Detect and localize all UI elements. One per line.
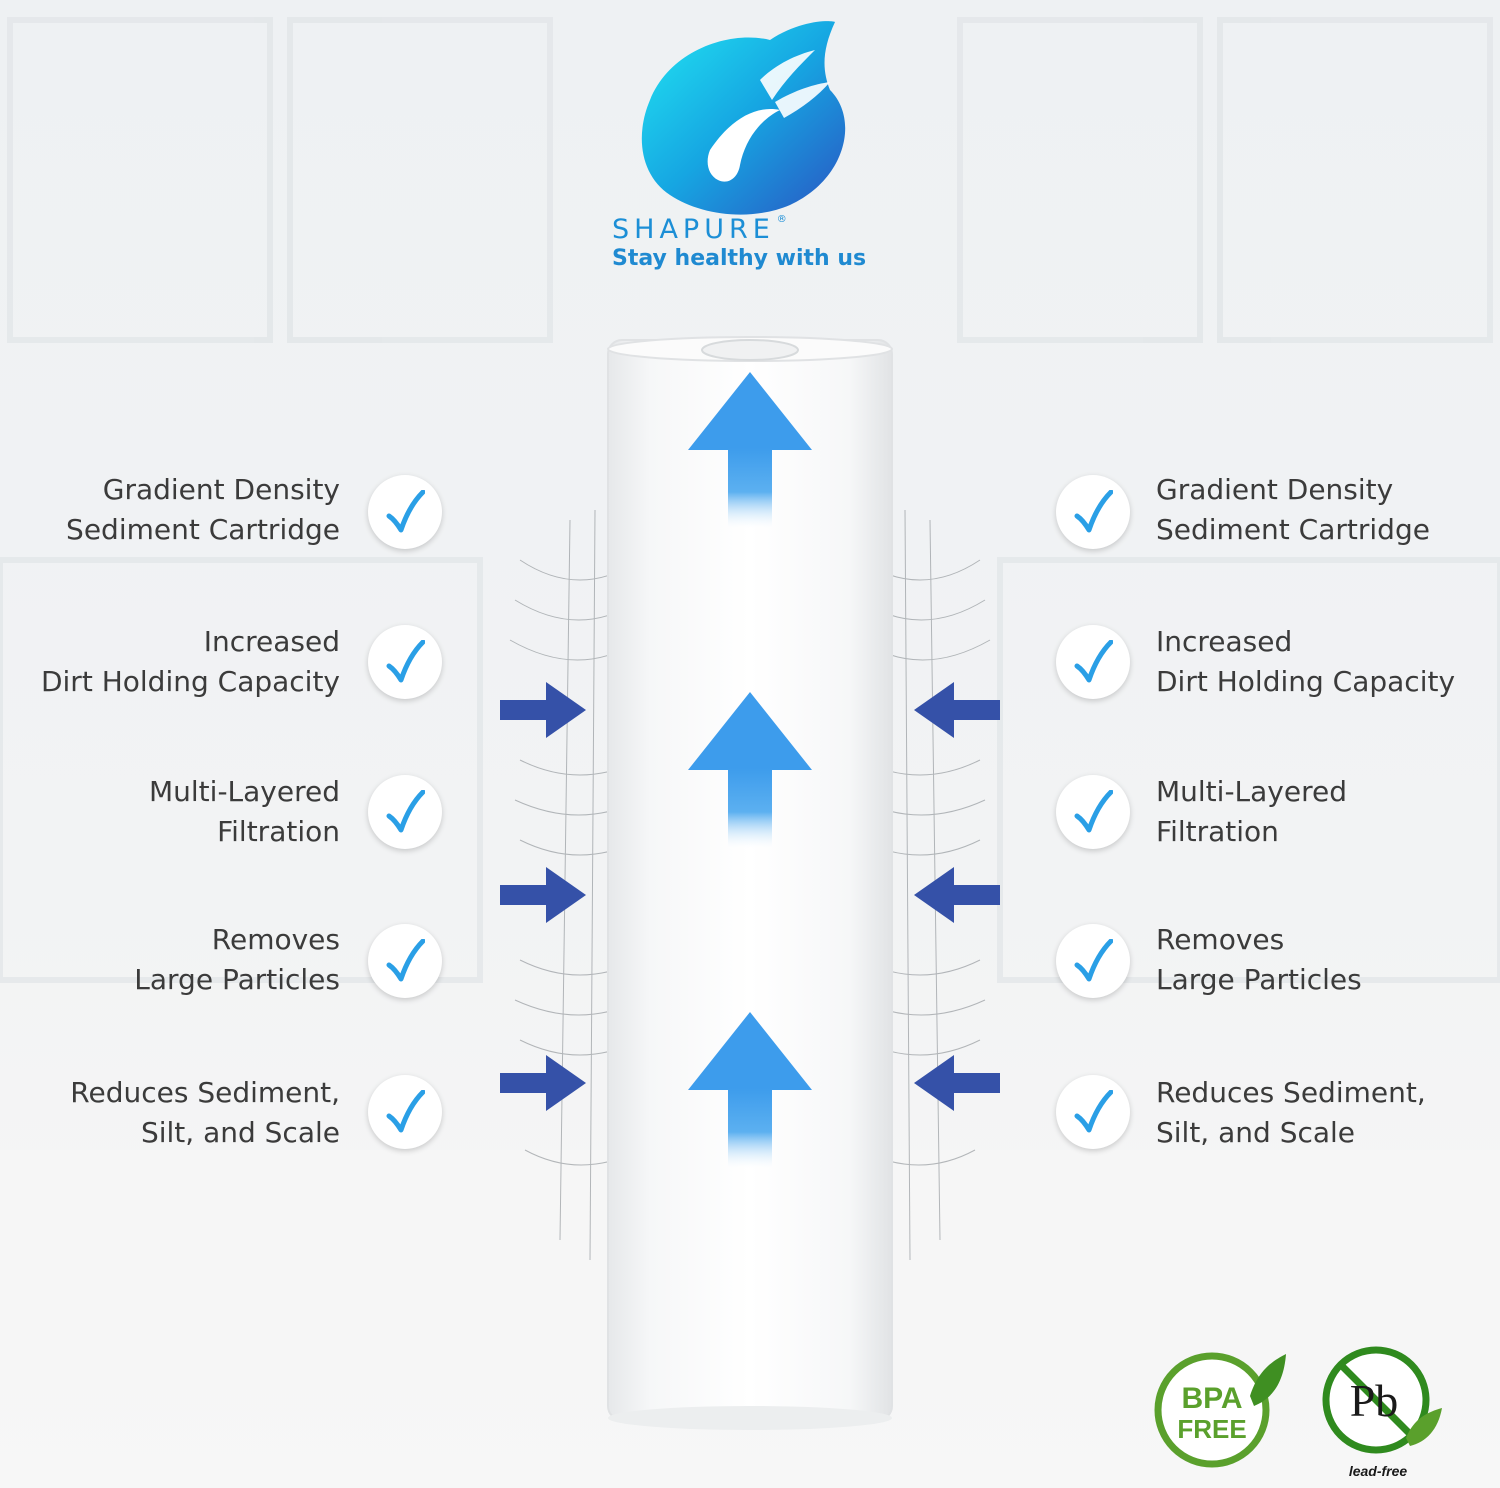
lead-free-badge: Pb lead-free [1322, 1346, 1442, 1479]
flow-arrow-in-icon [500, 1055, 586, 1111]
brand-name: SHAPURE® [612, 214, 787, 245]
check-icon [368, 775, 442, 849]
check-icon [1056, 775, 1130, 849]
bpa-text: BPA [1181, 1382, 1242, 1415]
flow-arrow-up-icon [688, 692, 812, 848]
check-icon [1056, 924, 1130, 998]
leaf-icon [1250, 1354, 1286, 1406]
flow-arrow-in-icon [914, 867, 1000, 923]
flow-arrow-up-icon [688, 372, 812, 528]
flow-arrow-in-icon [500, 867, 586, 923]
brand-tagline: Stay healthy with us [612, 246, 867, 271]
flow-arrow-up-icon [688, 1012, 812, 1168]
lead-symbol: Pb [1350, 1375, 1399, 1426]
feature-left-5: Reduces Sediment,Silt, and Scale [70, 1076, 340, 1149]
check-icon [1056, 625, 1130, 699]
filter-cartridge [607, 336, 893, 1430]
check-icon [1056, 1075, 1130, 1149]
flow-arrow-in-icon [500, 682, 586, 738]
check-icon [368, 924, 442, 998]
registered-mark: ® [776, 214, 787, 225]
leaf-icon [1406, 1408, 1442, 1446]
no-lead-icon [1337, 1361, 1415, 1439]
free-text: FREE [1177, 1414, 1246, 1444]
check-icon [368, 475, 442, 549]
lead-free-caption: lead-free [1349, 1463, 1408, 1479]
leaf-drop-hand-logo [641, 21, 846, 215]
flow-arrow-in-icon [914, 1055, 1000, 1111]
check-icon [1056, 475, 1130, 549]
bpa-free-badge: BPA FREE [1154, 1352, 1286, 1468]
flow-arrow-in-icon [914, 682, 1000, 738]
check-icon [368, 625, 442, 699]
check-icon [368, 1075, 442, 1149]
feature-right-5: Reduces Sediment,Silt, and Scale [1156, 1076, 1426, 1149]
